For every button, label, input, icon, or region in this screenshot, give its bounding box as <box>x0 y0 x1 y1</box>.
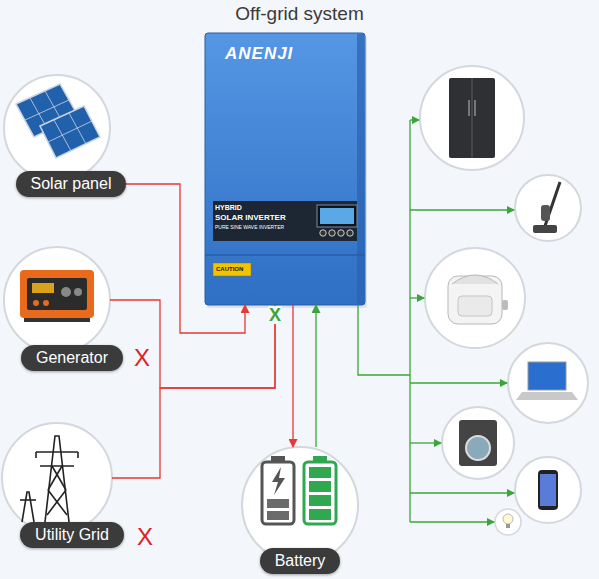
pill-label: Battery <box>260 548 341 574</box>
wire-connector <box>110 300 275 388</box>
product-label: PURE SINE WAVE INVERTER <box>215 225 284 230</box>
wire-connector <box>112 305 275 478</box>
wire-connector <box>292 305 293 447</box>
source-circle: Generator <box>4 247 110 353</box>
product-label: HYBRID <box>215 204 242 211</box>
pill-label: Utility Grid <box>20 522 124 548</box>
pill-label: Solar panel <box>16 171 127 197</box>
cross-mark: X <box>134 346 150 370</box>
source-circle: Solar panel <box>4 75 110 181</box>
cross-mark: X <box>268 306 282 324</box>
product-label: SOLAR INVERTER <box>215 214 286 222</box>
warning-sticker-text: CAUTION <box>216 266 243 272</box>
inverter-unit: ANENJI HYBRID SOLAR INVERTER PURE SINE WAVE… <box>205 33 365 305</box>
cross-mark: X <box>137 525 153 549</box>
pill-label: Generator <box>21 345 123 371</box>
brand-logo: ANENJI <box>225 45 293 62</box>
wire-connector <box>315 305 316 447</box>
diagram-title: Off-grid system <box>0 3 599 25</box>
source-circle: Utility Grid <box>2 423 112 533</box>
wire-connector <box>110 184 245 333</box>
storage-circle: Battery <box>242 447 358 563</box>
